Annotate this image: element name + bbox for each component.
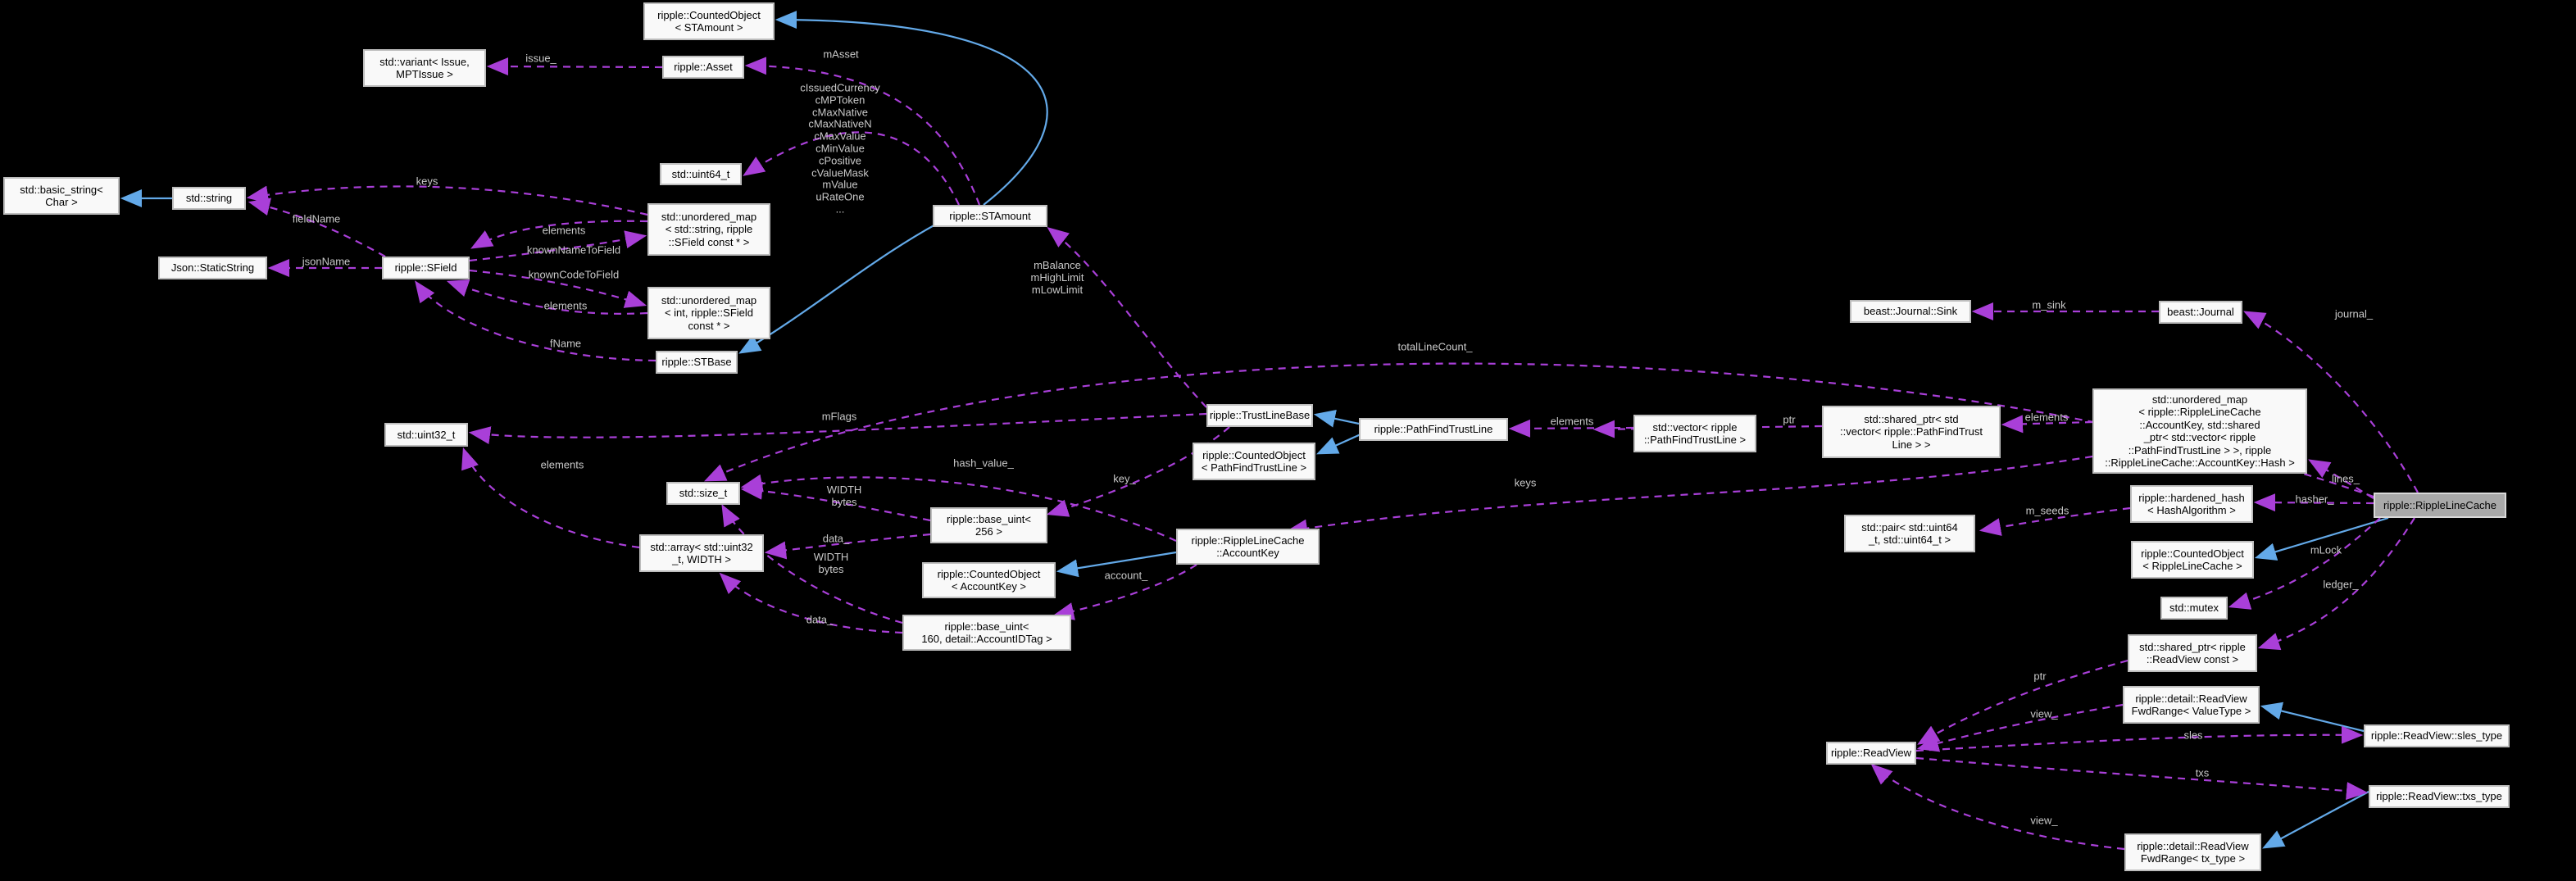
edge-stamount-to-stbase — [738, 216, 952, 354]
edge-pathfindtrustline-to-trustlinebase — [1313, 410, 1360, 428]
edge-ripplelinecache-accountkey-to-base-uint-160-accountidtag — [1052, 564, 1197, 620]
edge-sfield-to-unordered-map-int-sfield — [469, 269, 647, 308]
edge-base-uint-160-accountidtag-to-size-t — [721, 504, 903, 624]
edge-shared-ptr-readview-const-to-readview — [1917, 659, 2128, 745]
class-node-counted-object-pathfindtrustline[interactable]: ripple::CountedObject < PathFindTrustLin… — [1193, 443, 1315, 480]
edge-unordered-map-accountkey-hash-to-shared-ptr-vector-pathfindtrustline — [2001, 415, 2093, 434]
edge-ripplelinecache-to-std-mutex — [2228, 517, 2381, 610]
class-node-size-t[interactable]: std::size_t — [666, 482, 740, 505]
edge-readview-sles-type-to-readview-fwdrange-valuetype — [2260, 702, 2365, 733]
class-node-beast-journal-sink[interactable]: beast::Journal::Sink — [1850, 300, 1971, 323]
class-node-unordered-map-accountkey-hash[interactable]: std::unordered_map < ripple::RippleLineC… — [2092, 388, 2307, 474]
class-node-asset[interactable]: ripple::Asset — [662, 56, 744, 79]
class-node-unordered-map-string-sfield[interactable]: std::unordered_map < std::string, ripple… — [647, 203, 770, 256]
edge-hardened-hash-to-pair-uint64-uint64 — [1979, 506, 2131, 536]
edge-vector-pathfindtrustline-to-pathfindtrustline — [1508, 419, 1634, 438]
class-node-variant-issue-mptissue[interactable]: std::variant< Issue, MPTIssue > — [363, 49, 486, 87]
edge-stamount-to-uint64-t — [743, 131, 960, 206]
class-node-uint64-t[interactable]: std::uint64_t — [660, 163, 742, 185]
class-node-counted-object-ripplelinecache[interactable]: ripple::CountedObject < RippleLineCache … — [2131, 541, 2254, 579]
edge-base-uint-256-to-size-t — [740, 481, 931, 522]
class-node-beast-journal[interactable]: beast::Journal — [2159, 301, 2242, 324]
edge-ripplelinecache-accountkey-to-counted-object-accountkey — [1056, 551, 1177, 578]
class-node-basic-string-char[interactable]: std::basic_string< Char > — [3, 177, 120, 215]
class-node-pair-uint64-uint64[interactable]: std::pair< std::uint64 _t, std::uint64_t… — [1844, 515, 1975, 552]
class-node-ripplelinecache: ripple::RippleLineCache — [2374, 493, 2506, 518]
class-node-base-uint-160-accountidtag[interactable]: ripple::base_uint< 160, detail::AccountI… — [902, 615, 1071, 651]
class-node-trustlinebase[interactable]: ripple::TrustLineBase — [1206, 404, 1313, 427]
edge-stbase-to-sfield — [415, 280, 656, 362]
class-node-json-static-string[interactable]: Json::StaticString — [158, 257, 267, 279]
class-node-std-string[interactable]: std::string — [172, 187, 246, 210]
class-node-counted-object-accountkey[interactable]: ripple::CountedObject < AccountKey > — [922, 562, 1056, 598]
class-node-hardened-hash[interactable]: ripple::hardened_hash < HashAlgorithm > — [2130, 485, 2253, 523]
edge-array-uint32-width-to-uint32-t — [461, 447, 640, 549]
edge-stamount-to-counted-object-stamount — [775, 11, 1048, 206]
class-node-sfield[interactable]: ripple::SField — [382, 257, 470, 279]
class-node-base-uint-256[interactable]: ripple::base_uint< 256 > — [930, 507, 1047, 543]
edge-ripplelinecache-to-beast-journal — [2243, 311, 2419, 493]
edge-base-uint-160-accountidtag-to-array-uint32-width — [719, 572, 903, 634]
edge-readview-fwdrange-tx-type-to-readview — [1870, 763, 2125, 851]
edge-unordered-map-string-sfield-to-std-string — [246, 185, 648, 216]
edge-sfield-to-std-string — [248, 198, 386, 257]
edge-unordered-map-int-sfield-to-sfield — [446, 279, 648, 315]
edge-base-uint-256-to-array-uint32-width — [764, 533, 931, 560]
class-node-readview-txs-type[interactable]: ripple::ReadView::txs_type — [2369, 785, 2510, 808]
class-node-readview-fwdrange-valuetype[interactable]: ripple::detail::ReadView FwdRange< Value… — [2123, 686, 2260, 724]
class-node-ripplelinecache-accountkey[interactable]: ripple::RippleLineCache ::AccountKey — [1176, 529, 1320, 565]
edge-ripplelinecache-to-counted-object-ripplelinecache — [2254, 516, 2389, 561]
edge-ripplelinecache-to-hardened-hash — [2253, 493, 2374, 512]
edge-pathfindtrustline-to-counted-object-pathfindtrustline — [1315, 433, 1361, 455]
class-node-std-mutex[interactable]: std::mutex — [2160, 597, 2228, 620]
class-node-uint32-t[interactable]: std::uint32_t — [384, 423, 468, 447]
class-node-readview-fwdrange-tx-type[interactable]: ripple::detail::ReadView FwdRange< tx_ty… — [2124, 833, 2261, 871]
class-node-shared-ptr-readview-const[interactable]: std::shared_ptr< ripple ::ReadView const… — [2128, 634, 2257, 672]
class-node-readview[interactable]: ripple::ReadView — [1826, 742, 1916, 765]
edge-trustlinebase-to-uint32-t — [468, 412, 1207, 444]
class-node-shared-ptr-vector-pathfindtrustline[interactable]: std::shared_ptr< std ::vector< ripple::P… — [1822, 406, 2001, 458]
edge-ripplelinecache-accountkey-to-size-t — [740, 474, 1177, 542]
edge-readview-to-readview-sles-type — [1915, 725, 2364, 752]
class-node-readview-sles-type[interactable]: ripple::ReadView::sles_type — [2364, 724, 2510, 747]
edge-trustlinebase-to-stamount — [1047, 226, 1207, 408]
edge-readview-to-readview-txs-type — [1915, 756, 2369, 801]
edge-readview-fwdrange-valuetype-to-readview — [1916, 703, 2124, 752]
class-node-unordered-map-int-sfield[interactable]: std::unordered_map < int, ripple::SField… — [647, 287, 770, 339]
edge-unordered-map-accountkey-hash-to-ripplelinecache-accountkey — [1285, 455, 2093, 538]
class-node-counted-object-stamount[interactable]: ripple::CountedObject < STAmount > — [643, 2, 775, 40]
class-node-stbase[interactable]: ripple::STBase — [656, 351, 738, 374]
edge-asset-to-variant-issue-mptissue — [486, 57, 663, 76]
edge-sfield-to-unordered-map-string-sfield — [469, 230, 647, 262]
class-node-pathfindtrustline[interactable]: ripple::PathFindTrustLine — [1359, 418, 1508, 441]
class-node-array-uint32-width[interactable]: std::array< std::uint32 _t, WIDTH > — [639, 534, 764, 572]
edge-ripplelinecache-to-unordered-map-accountkey-hash — [2308, 459, 2374, 499]
edge-unordered-map-string-sfield-to-sfield — [470, 220, 648, 249]
edge-trustlinebase-to-base-uint-256 — [1046, 426, 1230, 517]
class-node-stamount[interactable]: ripple::STAmount — [933, 205, 1047, 227]
edge-ripplelinecache-to-shared-ptr-readview-const — [2257, 517, 2415, 651]
edge-readview-txs-type-to-readview-fwdrange-tx-type — [2262, 791, 2369, 849]
edge-stamount-to-asset — [744, 57, 981, 206]
class-node-vector-pathfindtrustline[interactable]: std::vector< ripple ::PathFindTrustLine … — [1633, 415, 1756, 452]
